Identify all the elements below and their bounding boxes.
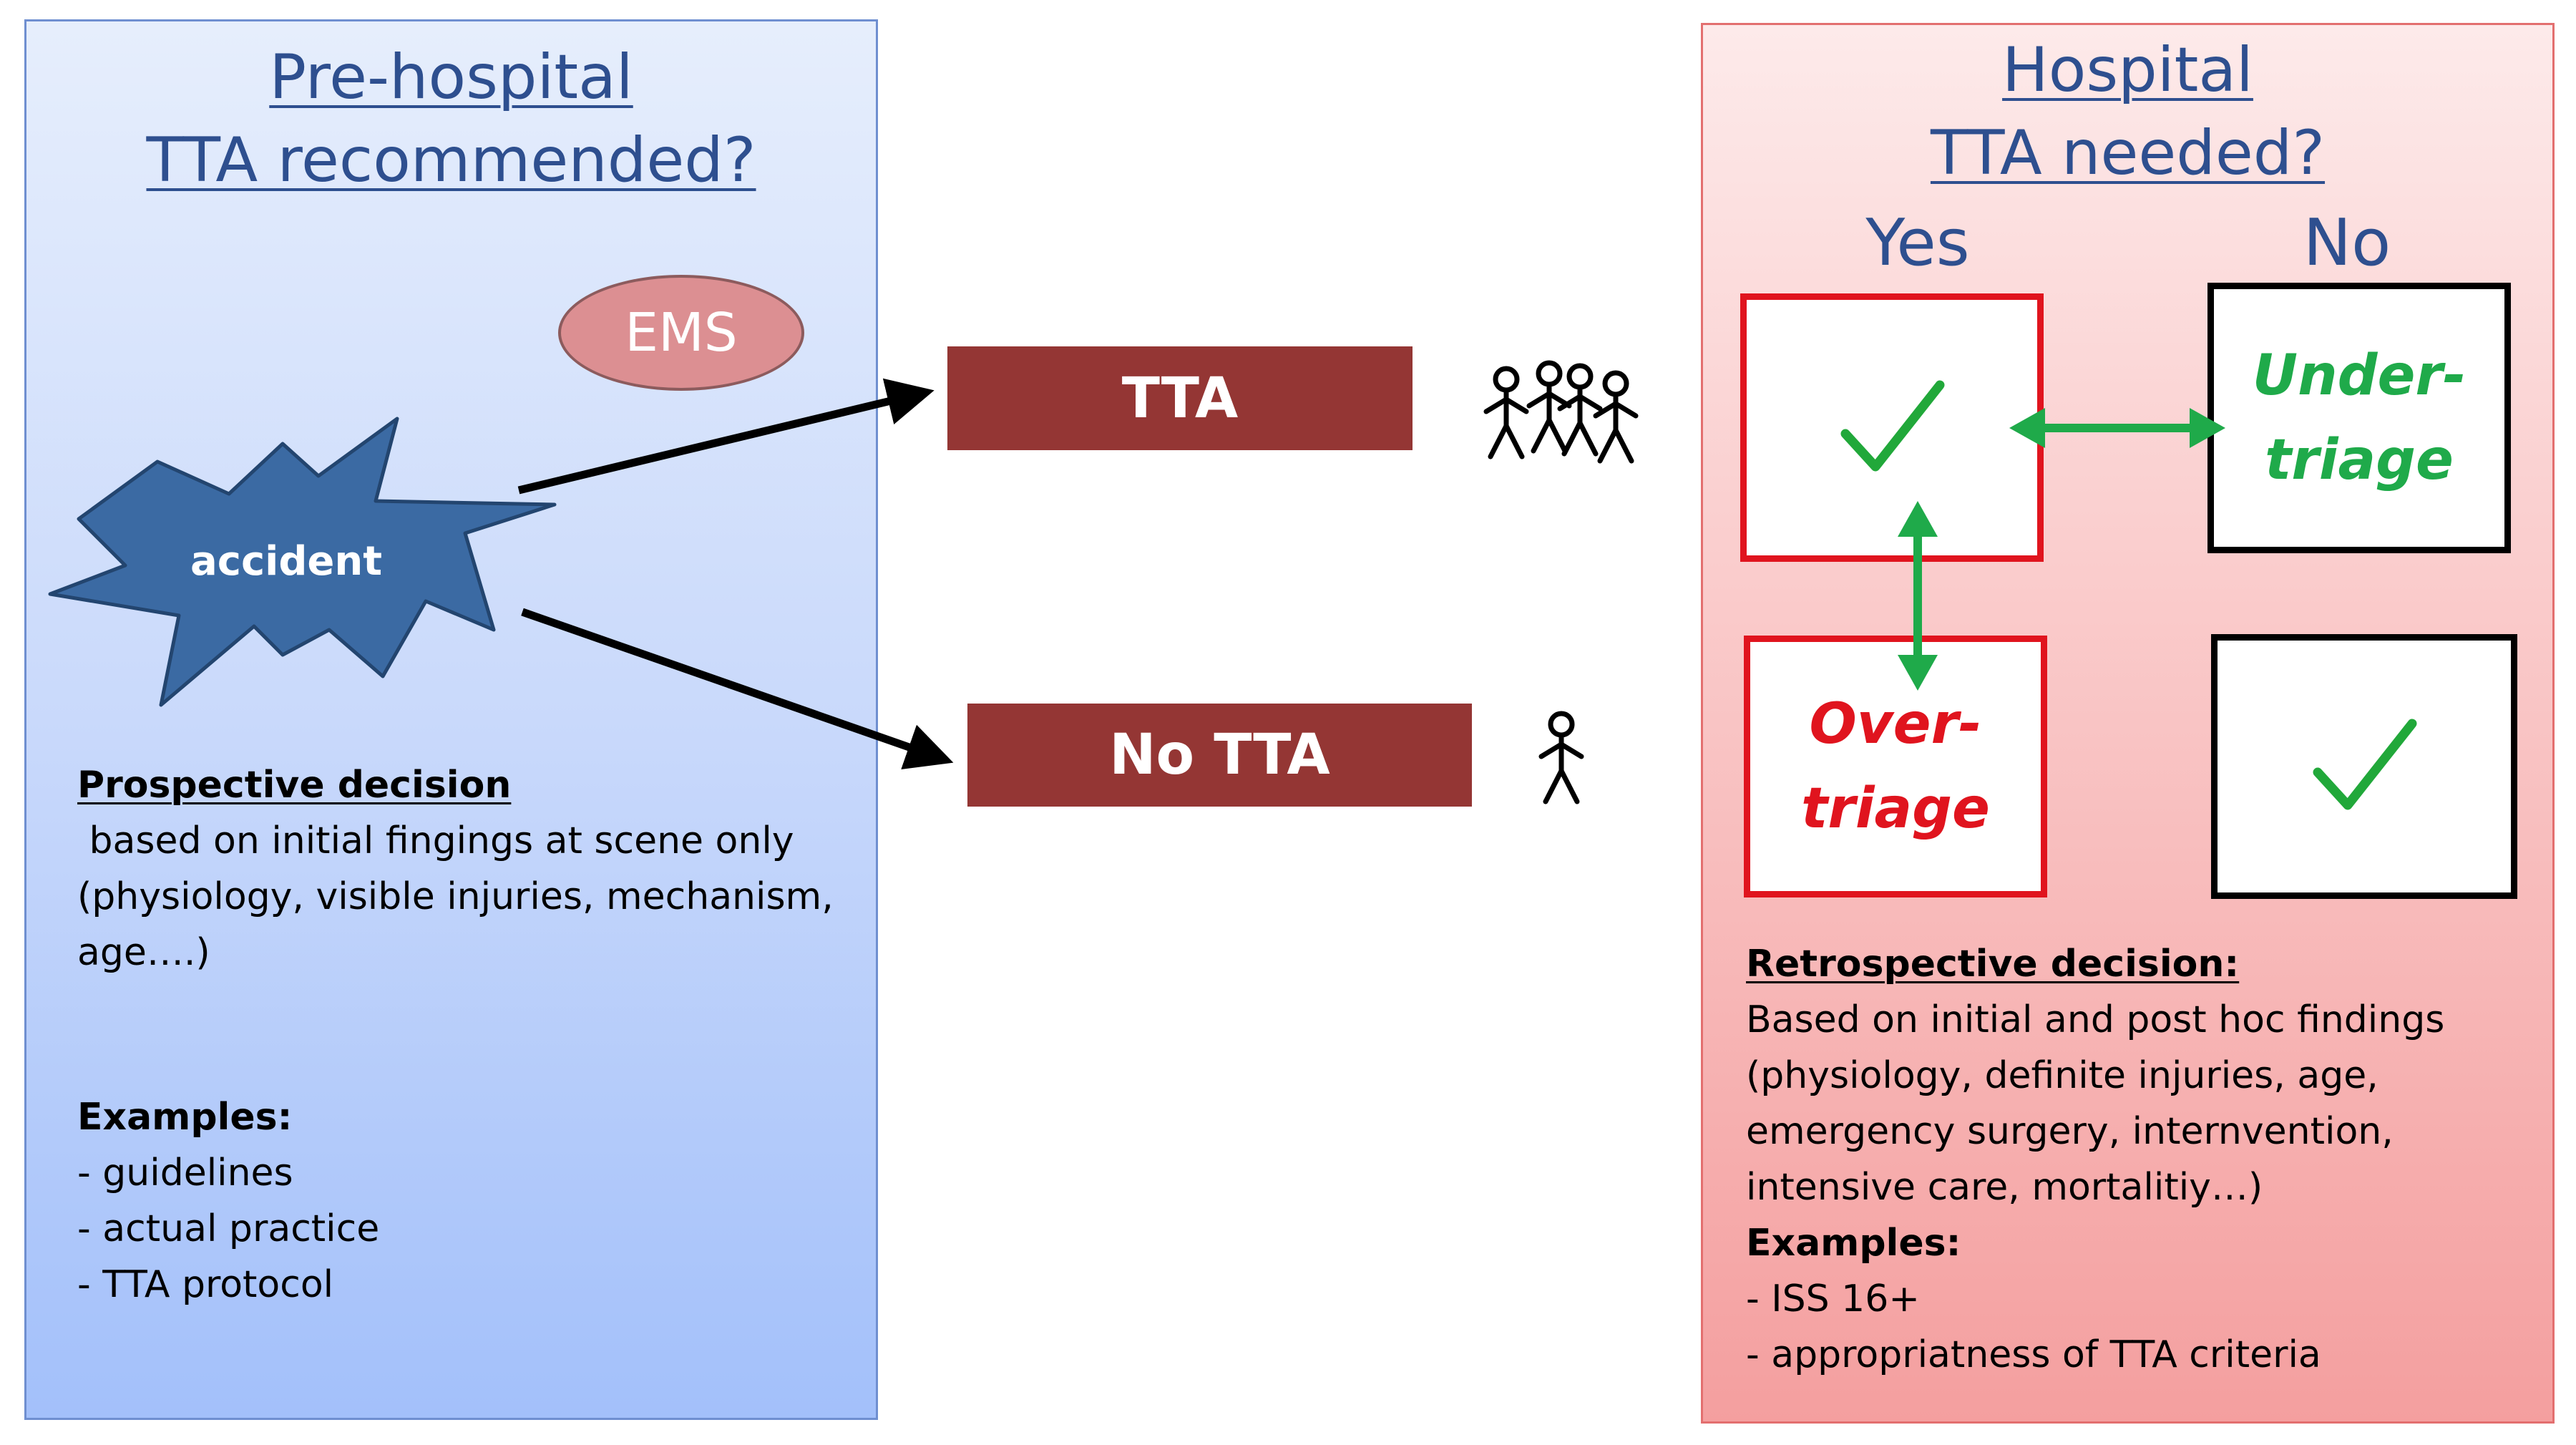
prehospital-examples-block: Examples: - guidelines - actual practice…: [77, 1089, 379, 1313]
hospital-title-line2: TTA needed?: [1930, 117, 2326, 189]
hospital-examples-heading: Examples:: [1746, 1222, 1961, 1265]
prehospital-example-item: - TTA protocol: [77, 1263, 334, 1306]
arrow-to-no-tta: [521, 608, 954, 769]
single-person-icon: [1538, 711, 1584, 804]
prehospital-title-line1: Pre-hospital: [269, 42, 633, 113]
retrospective-heading: Retrospective decision:: [1746, 943, 2240, 986]
check-mark-icon: [2311, 715, 2418, 818]
prehospital-examples-heading: Examples:: [77, 1096, 293, 1139]
no-tta-box: No TTA: [967, 704, 1472, 807]
prospective-line: age….): [77, 931, 210, 974]
hospital-example-item: - appropriatness of TTA criteria: [1746, 1333, 2321, 1376]
overtriage-label-line2: triage: [1801, 777, 1990, 841]
prospective-heading: Prospective decision: [77, 764, 512, 807]
retrospective-line: (physiology, definite injuries, age,: [1746, 1054, 2379, 1097]
column-header-no: No: [2303, 205, 2391, 281]
undertriage-cell: Under- triage: [2207, 283, 2511, 553]
hospital-title-line1: Hospital: [2002, 34, 2253, 106]
group-of-people-icon: [1483, 360, 1639, 464]
tta-box: TTA: [947, 346, 1413, 450]
check-mark-icon: [1838, 376, 1946, 480]
overtriage-double-arrow: [1898, 501, 1938, 691]
prospective-line: based on initial fingings at scene only: [77, 819, 794, 862]
prehospital-example-item: - guidelines: [77, 1152, 293, 1195]
ems-ellipse: EMS: [558, 275, 804, 391]
overtriage-label-line1: Over-: [1809, 692, 1982, 756]
overtriage-cell: Over- triage: [1744, 636, 2047, 897]
ems-label: EMS: [625, 302, 738, 364]
no-tta-label: No TTA: [1109, 723, 1330, 787]
retrospective-line: emergency surgery, internvention,: [1746, 1110, 2394, 1153]
prehospital-example-item: - actual practice: [77, 1207, 380, 1250]
retrospective-text-block: Retrospective decision: Based on initial…: [1746, 936, 2444, 1383]
column-header-yes: Yes: [1865, 205, 1970, 281]
prospective-text-block: Prospective decision based on initial fi…: [77, 757, 834, 981]
accident-label: accident: [190, 538, 383, 585]
undertriage-double-arrow: [2009, 408, 2225, 448]
prehospital-panel: [24, 19, 878, 1420]
prospective-line: (physiology, visible injuries, mechanism…: [77, 875, 834, 918]
correct-triage-cell-no: [2211, 634, 2517, 899]
arrow-to-tta: [517, 378, 935, 495]
prehospital-title-line2: TTA recommended?: [146, 125, 756, 196]
undertriage-label-line1: Under-: [2252, 344, 2467, 408]
retrospective-line: Based on initial and post hoc findings: [1746, 998, 2445, 1041]
accident-starburst-icon: [48, 417, 557, 707]
tta-label: TTA: [1121, 366, 1239, 431]
undertriage-label-line2: triage: [2265, 428, 2454, 492]
retrospective-line: intensive care, mortalitiy…): [1746, 1166, 2263, 1209]
hospital-example-item: - ISS 16+: [1746, 1278, 1920, 1320]
